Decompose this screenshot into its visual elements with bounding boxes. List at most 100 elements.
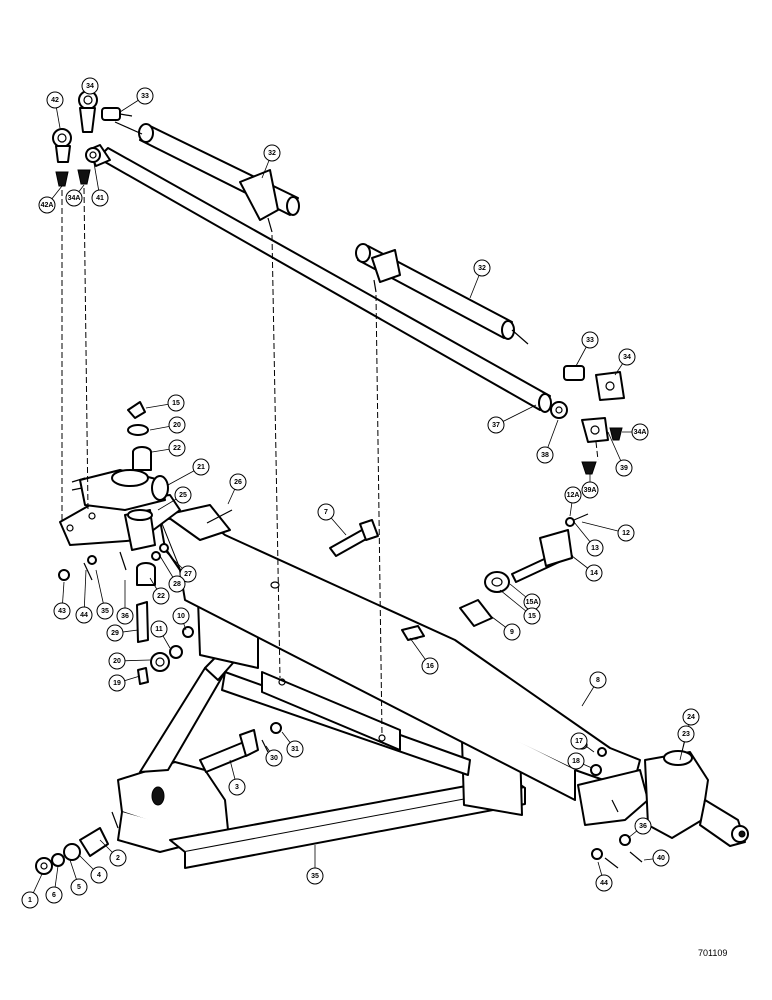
callout-circle: [109, 849, 127, 867]
callout-circle: [487, 416, 505, 434]
right-spindle: [577, 750, 749, 847]
callout-label: 39A: [584, 487, 597, 494]
callout-12A: 12A: [564, 486, 582, 517]
callout-circle: [192, 458, 210, 476]
callout-circle: [536, 446, 554, 464]
rod-end-34-right: [581, 371, 625, 443]
callout-circle: [503, 623, 521, 641]
callout-label: 14: [590, 570, 598, 577]
callout-circle: [150, 620, 168, 638]
callout-6: 6: [45, 865, 63, 904]
callout-circle: [168, 575, 186, 593]
callout-40: 40: [643, 849, 670, 867]
callout-21: 21: [167, 458, 210, 486]
right-axle-hardware: [590, 747, 643, 869]
callout-29: 29: [106, 624, 139, 642]
callout-circle: [91, 189, 109, 207]
callout-label: 5: [77, 884, 81, 891]
callout-label: 37: [492, 422, 500, 429]
callout-circle: [81, 77, 99, 95]
callout-circle: [108, 652, 126, 670]
callout-label: 33: [586, 337, 594, 344]
callout-42: 42: [46, 91, 64, 129]
callout-label: 38: [541, 452, 549, 459]
figure-code: 701109: [698, 948, 728, 958]
callout-label: 24: [687, 714, 695, 721]
callout-43: 43: [53, 581, 71, 620]
callout-34A: 34A: [65, 184, 85, 207]
callout-label: 11: [155, 626, 163, 633]
callout-circle: [106, 624, 124, 642]
callout-label: 23: [682, 731, 690, 738]
callout-circle: [168, 416, 186, 434]
callout-label: 34A: [68, 195, 81, 202]
callout-circle: [152, 587, 170, 605]
callout-circle: [168, 439, 186, 457]
callout-27: 27: [165, 551, 197, 583]
callout-10: 10: [172, 607, 190, 631]
callout-circle: [116, 607, 134, 625]
callout-circle: [172, 607, 190, 625]
callout-label: 36: [121, 613, 129, 620]
left-spindle: [59, 469, 181, 551]
callout-circle: [70, 878, 88, 896]
callout-13: 13: [573, 521, 604, 557]
callout-33: 33: [119, 87, 154, 113]
callout-37: 37: [487, 404, 537, 434]
callout-label: 12: [622, 530, 630, 537]
callout-35: 35: [95, 569, 114, 620]
callout-label: 28: [173, 581, 181, 588]
callout-35: 35: [306, 845, 324, 885]
callout-26: 26: [227, 473, 247, 505]
callout-39: 39: [607, 431, 633, 477]
steering-cylinder-upper: [114, 121, 300, 233]
callout-22: 22: [149, 577, 170, 605]
callout-circle: [652, 849, 670, 867]
callout-label: 3: [235, 784, 239, 791]
callout-34A: 34A: [622, 423, 649, 441]
callout-circle: [586, 539, 604, 557]
front-pivot-hardware: [35, 722, 282, 875]
callout-label: 19: [113, 680, 121, 687]
callout-circle: [677, 725, 695, 743]
callout-5: 5: [69, 859, 88, 896]
callout-circle: [570, 732, 588, 750]
callout-circle: [286, 740, 304, 758]
callout-42A: 42A: [38, 185, 63, 214]
callout-circle: [682, 708, 700, 726]
nut-38: [550, 401, 568, 419]
callout-layer: 423433324134A42A323334373834A3939A152022…: [21, 77, 700, 909]
callout-23: 23: [677, 725, 695, 761]
callout-1: 1: [21, 873, 43, 909]
callout-label: 41: [96, 195, 104, 202]
callout-44: 44: [75, 569, 93, 624]
callout-8: 8: [581, 671, 607, 707]
callout-label: 32: [478, 265, 486, 272]
callout-circle: [306, 867, 324, 885]
pivot-pin-bolt-7: [329, 519, 379, 557]
callout-label: 18: [572, 758, 580, 765]
callout-label: 44: [80, 612, 88, 619]
callout-label: 34: [623, 354, 631, 361]
rod-end-42: [52, 128, 72, 163]
callout-label: 8: [596, 677, 600, 684]
callout-38: 38: [536, 419, 559, 464]
callout-circle: [174, 486, 192, 504]
callout-28: 28: [159, 555, 186, 593]
callout-label: 27: [184, 571, 192, 578]
callout-label: 42: [51, 97, 59, 104]
callout-circle: [615, 459, 633, 477]
callout-label: 6: [52, 892, 56, 899]
callout-label: 9: [510, 629, 514, 636]
callout-label: 22: [157, 593, 165, 600]
callout-34: 34: [614, 348, 636, 376]
callout-circle: [46, 91, 64, 109]
callout-36: 36: [116, 580, 134, 625]
callout-label: 30: [270, 755, 278, 762]
clamp-33-upper: [101, 107, 133, 121]
callout-circle: [317, 503, 335, 521]
callout-25: 25: [157, 486, 192, 511]
callout-label: 15: [528, 613, 536, 620]
callout-circle: [65, 189, 83, 207]
callout-4: 4: [79, 855, 108, 884]
